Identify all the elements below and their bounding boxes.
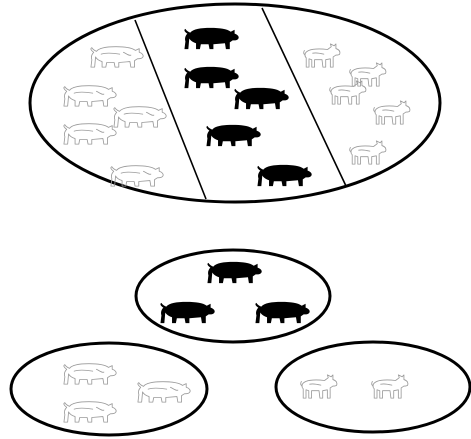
black-pig-icon [160, 302, 214, 323]
goat-sketch-icon [372, 375, 408, 398]
goat-sketch-icon [304, 44, 340, 67]
white-pig-sketch-icon [64, 86, 116, 106]
goat-sketch-icon [301, 375, 337, 398]
bottom-left-ellipse [11, 343, 207, 435]
white-pig-sketch-icon [64, 124, 116, 144]
bottom-left-ellipse-group [11, 343, 207, 435]
top-ellipse-group [30, 4, 440, 202]
goat-sketch-icon [350, 141, 386, 164]
black-pig-icon [207, 262, 261, 283]
black-pig-icon [184, 28, 238, 49]
goat-sketch-icon [374, 101, 410, 124]
black-pig-icon [234, 88, 288, 109]
white-pig-sketch-icon [114, 107, 166, 127]
white-pig-sketch-icon [138, 382, 190, 402]
black-pig-icon [257, 165, 311, 186]
white-pig-sketch-icon [91, 47, 143, 67]
left-section [64, 47, 166, 186]
goat-sketch-icon [350, 63, 386, 86]
white-pig-sketch-icon [64, 364, 116, 384]
black-pig-icon [206, 125, 260, 146]
bottom-right-ellipse-group [276, 342, 470, 432]
center-ellipse-group [136, 250, 330, 342]
black-pig-icon [255, 302, 309, 323]
white-pig-sketch-icon [64, 402, 116, 422]
right-section [304, 44, 410, 164]
middle-section [184, 28, 311, 186]
black-pig-icon [184, 67, 238, 88]
